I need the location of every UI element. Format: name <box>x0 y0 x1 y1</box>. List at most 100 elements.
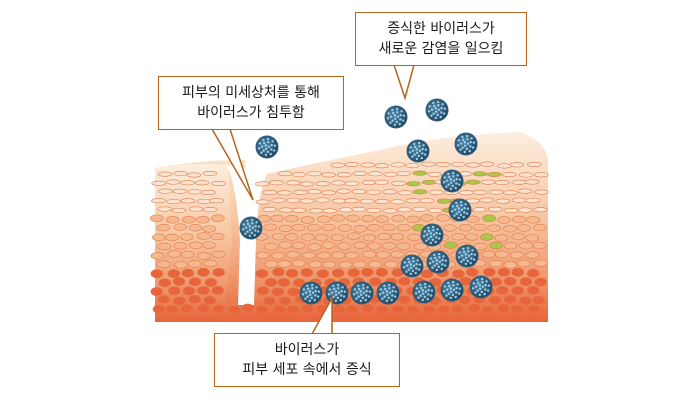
skin-cell <box>150 252 165 260</box>
skin-cell <box>516 259 531 268</box>
skin-cell <box>150 287 164 297</box>
skin-cell <box>212 267 225 277</box>
skin-cell <box>277 277 291 287</box>
skin-cell <box>436 214 450 222</box>
skin-cell <box>186 172 202 178</box>
skin-cell <box>502 172 517 178</box>
skin-cell <box>278 207 293 213</box>
virus-particle-icon <box>448 198 472 222</box>
skin-cell <box>330 233 345 242</box>
callout-replicate-line2: 피부 세포 속에서 증식 <box>242 362 372 378</box>
callout-entry-line2: 바이러스가 침투함 <box>197 105 305 121</box>
virus-particle-icon <box>350 281 374 305</box>
skin-cell <box>271 287 285 297</box>
skin-cell <box>212 304 226 314</box>
skin-cell <box>458 295 472 305</box>
skin-cell <box>211 180 226 186</box>
skin-cell <box>331 214 345 222</box>
skin-cell <box>374 163 390 169</box>
skin-cell <box>291 259 306 267</box>
skin-cell <box>366 189 381 195</box>
skin-cell <box>534 189 549 195</box>
skin-cell <box>211 250 226 259</box>
skin-cell <box>480 179 496 185</box>
callout-entry-line1: 피부의 미세상처를 통해 <box>182 85 320 101</box>
skin-cell <box>397 295 411 305</box>
skin-cell <box>203 295 217 305</box>
skin-cell <box>158 278 172 288</box>
skin-cell <box>459 190 474 196</box>
skin-cell <box>497 163 512 169</box>
skin-cell <box>482 214 496 223</box>
skin-cell <box>331 251 346 259</box>
skin-cell <box>503 241 518 250</box>
skin-cell <box>271 251 285 260</box>
skin-cell <box>361 267 374 277</box>
skin-cell <box>511 197 527 203</box>
skin-cell <box>278 296 292 306</box>
skin-cell <box>196 198 212 204</box>
virus-particle-icon <box>384 105 408 129</box>
skin-cell <box>346 232 361 240</box>
skin-cell <box>330 162 346 168</box>
skin-cell <box>285 268 299 278</box>
skin-cell <box>397 207 412 213</box>
skin-cell <box>396 170 412 176</box>
skin-cell <box>419 214 434 222</box>
skin-cell <box>351 189 367 195</box>
skin-cell <box>173 242 188 250</box>
skin-cell <box>422 305 436 315</box>
skin-cell <box>255 199 271 205</box>
skin-cell <box>479 161 495 167</box>
skin-cell <box>519 277 533 287</box>
skin-cell <box>263 223 278 231</box>
skin-cell <box>286 250 300 259</box>
skin-cell <box>301 233 315 241</box>
skin-cell <box>464 233 479 241</box>
skin-cell <box>390 233 405 241</box>
skin-cell <box>204 278 218 288</box>
skin-cell <box>526 216 541 224</box>
skin-cell <box>209 198 224 204</box>
skin-cell <box>405 198 421 204</box>
skin-cell <box>510 304 523 314</box>
skin-cell <box>419 198 435 204</box>
skin-cells <box>149 161 549 315</box>
skin-cell <box>167 269 181 279</box>
skin-cell <box>277 190 292 196</box>
skin-cell <box>256 286 270 296</box>
skin-cell <box>374 198 390 204</box>
skin-cell <box>406 181 421 187</box>
virus-particle-icon <box>426 250 450 274</box>
skin-cell <box>172 188 188 194</box>
skin-cell <box>435 161 451 167</box>
skin-cell <box>344 161 360 167</box>
skin-cell <box>269 180 284 186</box>
skin-cell <box>511 179 527 185</box>
skin-cell <box>307 189 322 195</box>
skin-cell <box>375 305 389 315</box>
skin-cell <box>384 260 399 269</box>
skin-cell <box>428 208 443 214</box>
skin-cell <box>527 285 540 295</box>
skin-cell <box>527 161 542 167</box>
skin-cell <box>509 251 524 259</box>
skin-cell <box>368 171 383 177</box>
skin-cell <box>503 261 518 269</box>
skin-cell <box>187 260 202 268</box>
skin-cell <box>278 224 293 233</box>
skin-cell <box>278 241 293 249</box>
skin-cell <box>301 303 315 313</box>
skin-cell <box>181 268 195 278</box>
skin-cell <box>483 267 496 277</box>
skin-cell <box>307 243 322 251</box>
skin-cell <box>351 206 367 212</box>
skin-cell <box>321 223 336 232</box>
skin-cell <box>360 162 376 168</box>
callout-virus-entry: 피부의 미세상처를 통해 바이러스가 침투함 <box>158 76 344 130</box>
skin-cell <box>437 305 451 315</box>
callout-spread-pointer <box>392 64 415 101</box>
skin-cell <box>397 190 413 196</box>
skin-cell <box>468 303 481 313</box>
